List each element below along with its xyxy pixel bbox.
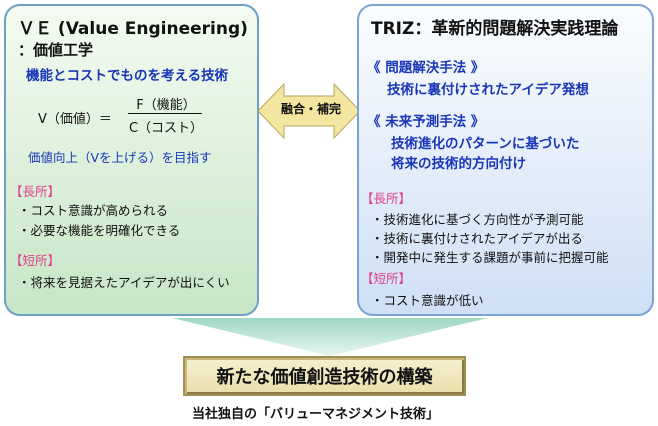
ve-subtitle: ：価値工学 [18,41,94,59]
triz-strengths-label: 【長所】 [361,191,412,206]
triz-section2-label: 《 未来予測手法 》 [367,114,485,130]
triz-panel: TRIZ：革新的問題解決実践理論 《 問題解決手法 》 技術に裏付けされたアイデ… [357,4,654,316]
ve-strengths-label: 【長所】 [10,184,61,199]
ve-weakness-item: ・将来を見据えたアイデアが出にくい [18,275,230,290]
triz-weakness-item: ・コスト意識が低い [371,293,484,308]
ve-strength-item: ・必要な機能を明確化できる [18,223,181,238]
triz-section2-line: 技術進化のパターンに基づいた [391,136,580,152]
triz-title: TRIZ：革新的問題解決実践理論 [371,19,619,39]
triz-weaknesses-label: 【短所】 [361,271,412,286]
result-box: 新たな価値創造技術の構築 [183,356,466,396]
ve-formula-denominator: C（コスト） [128,121,204,136]
ve-formula-numerator: F（機能） [136,98,196,113]
result-caption: 当社独自の「バリューマネジメント技術」 [192,407,440,422]
triz-strength-item: ・技術に裏付けされたアイデアが出る [371,231,583,246]
ve-strength-item: ・コスト意識が高められる [18,203,169,218]
triz-strength-item: ・技術進化に基づく方向性が予測可能 [371,212,584,227]
ve-panel: ＶＥ (Value Engineering) ：価値工学 機能とコストでものを考… [4,4,259,316]
result-title: 新たな価値創造技術の構築 [216,367,433,388]
ve-goal: 価値向上（Vを上げる）を目指す [28,150,212,165]
ve-title: ＶＥ (Value Engineering) [18,19,248,39]
triz-section1-text: 技術に裏付けされたアイデア発想 [387,82,589,98]
double-arrow-icon [258,82,360,140]
triz-strength-item: ・開発中に発生する課題が事前に把握可能 [371,250,609,265]
triz-section1-label: 《 問題解決手法 》 [367,60,485,76]
merge-complement-label: 融合・補完 [281,102,342,116]
triz-section2-line: 将来の技術的方向付け [391,156,526,172]
ve-formula-fraction-bar [128,113,202,114]
ve-formula-lhs: V（価値）＝ [38,112,112,127]
ve-weaknesses-label: 【短所】 [10,253,61,268]
ve-tagline: 機能とコストでものを考える技術 [26,68,229,84]
